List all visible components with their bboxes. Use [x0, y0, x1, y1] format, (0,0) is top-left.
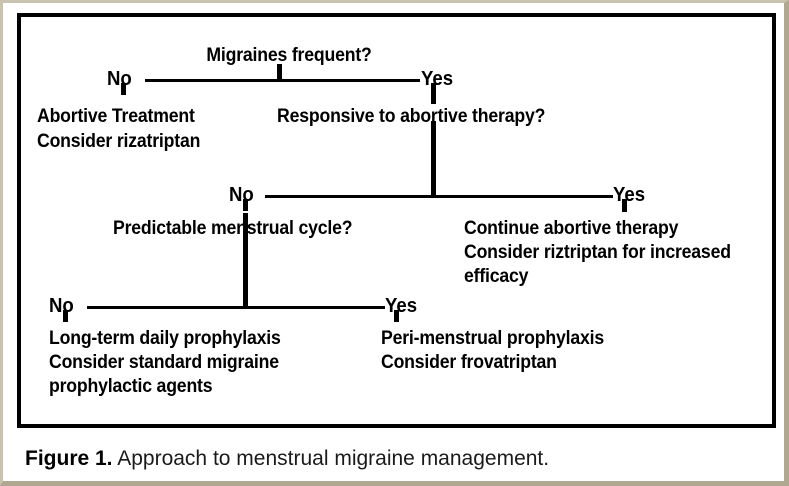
outcome-continue-line-2: Consider riztriptan for increased	[464, 242, 731, 263]
connector-level1-yes-tick	[431, 83, 436, 104]
figure-caption-text: Approach to menstrual migraine managemen…	[112, 447, 550, 470]
connector-level3-bar	[87, 306, 385, 309]
question-migraines-frequent: Migraines frequent?	[206, 45, 372, 66]
connector-level3-yes-tick	[394, 310, 399, 322]
flowchart-canvas: Migraines frequent? No Yes Abortive Trea…	[21, 17, 772, 424]
connector-level2-bar	[265, 195, 613, 198]
connector-level1-no-tick	[121, 83, 126, 95]
connector-level2-stem	[431, 121, 436, 196]
outcome-continue-line-3: efficacy	[464, 266, 529, 287]
branch-label-level1-no: No	[107, 68, 132, 90]
branch-label-level3-no: No	[49, 295, 74, 317]
flowchart-box: Migraines frequent? No Yes Abortive Trea…	[17, 13, 776, 428]
connector-level3-no-tick	[63, 310, 68, 322]
figure-caption: Figure 1. Approach to menstrual migraine…	[25, 446, 549, 472]
figure-inner-panel: Migraines frequent? No Yes Abortive Trea…	[3, 3, 784, 481]
outcome-perimenstrual-line-1: Peri-menstrual prophylaxis	[381, 328, 604, 349]
outcome-abortive-line-2: Consider rizatriptan	[37, 131, 201, 152]
outcome-longterm-line-3: prophylactic agents	[49, 376, 213, 397]
connector-level1-bar	[145, 79, 420, 82]
connector-level2-no-tick	[243, 199, 248, 211]
connector-level3-stem	[243, 213, 248, 307]
outcome-longterm-line-1: Long-term daily prophylaxis	[49, 328, 281, 349]
question-responsive-abortive-therapy: Responsive to abortive therapy?	[277, 106, 546, 127]
outcome-longterm-line-2: Consider standard migraine	[49, 352, 279, 373]
outcome-continue-line-1: Continue abortive therapy	[464, 218, 679, 239]
branch-label-level1-yes: Yes	[421, 68, 454, 90]
branch-label-level2-no: No	[229, 184, 254, 206]
figure-caption-label: Figure 1.	[25, 447, 113, 470]
question-predictable-menstrual-cycle: Predictable menstrual cycle?	[113, 218, 353, 239]
connector-level1-stem	[277, 64, 282, 81]
outcome-abortive-line-1: Abortive Treatment	[37, 106, 195, 127]
branch-label-level3-yes: Yes	[385, 295, 418, 317]
connector-level2-yes-tick	[622, 199, 627, 212]
branch-label-level2-yes: Yes	[613, 184, 646, 206]
outcome-perimenstrual-line-2: Consider frovatriptan	[381, 352, 557, 373]
